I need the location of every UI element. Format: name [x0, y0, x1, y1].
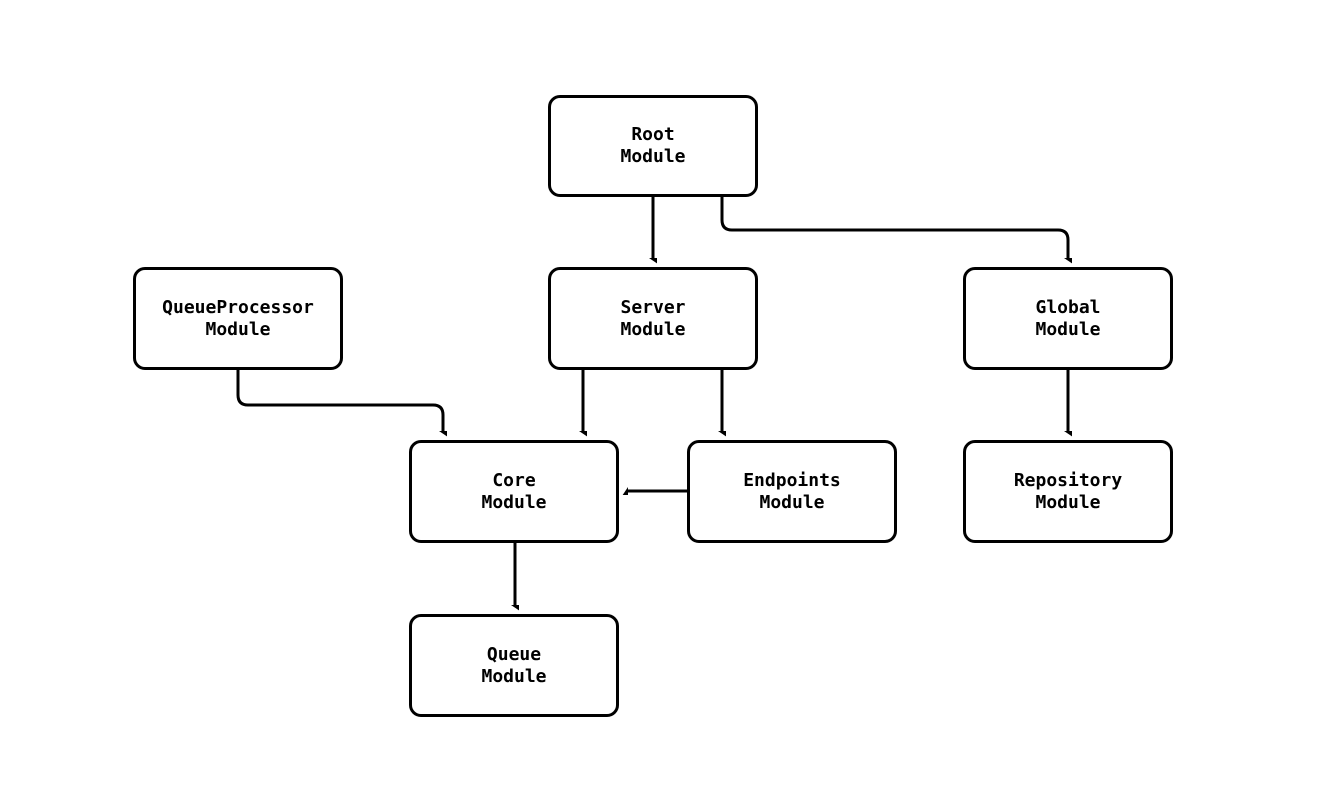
node-server-title: Server [620, 296, 686, 318]
edge-queueprocessor-to-core [236, 370, 443, 431]
node-queue-subtitle: Module [481, 665, 547, 687]
node-root-title: Root [631, 124, 675, 145]
node-queue-title: Queue [486, 643, 542, 665]
node-global-title: Global [1035, 296, 1101, 318]
edge-root-to-global [720, 197, 1068, 258]
node-endpoints-subtitle: Module [759, 491, 825, 513]
node-root-subtitle: Module [620, 146, 686, 167]
edges-group [236, 197, 1068, 605]
node-repository-title: Repository [1013, 469, 1123, 491]
node-queueprocessor-subtitle: Module [205, 318, 271, 340]
node-queueprocessor-title: QueueProcessor [162, 296, 314, 318]
node-server-subtitle: Module [620, 318, 686, 340]
node-core-subtitle: Module [481, 491, 547, 513]
node-repository-subtitle: Module [1035, 491, 1101, 513]
node-core-title: Core [492, 469, 536, 491]
node-endpoints-title: Endpoints [743, 469, 841, 491]
node-global-subtitle: Module [1035, 318, 1101, 340]
